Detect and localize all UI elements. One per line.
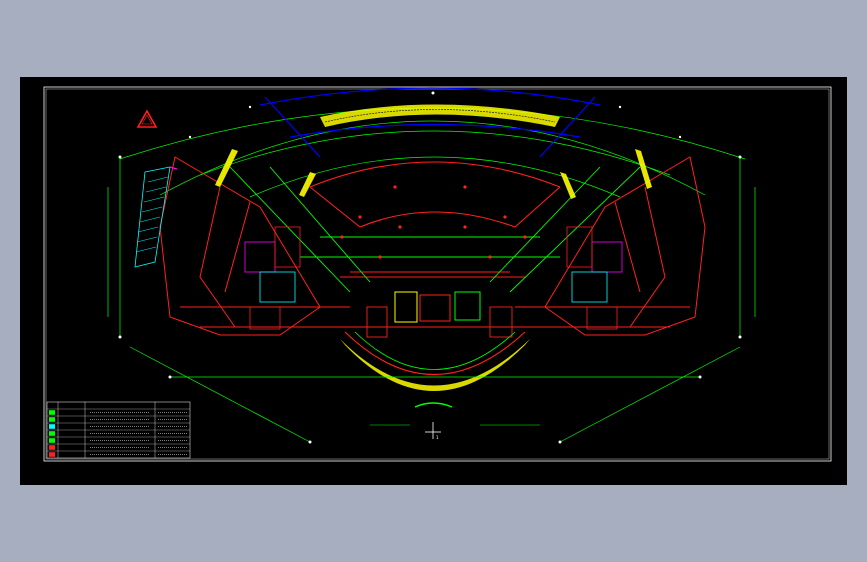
triangle-north-icon [136, 109, 158, 128]
legend-swatch [49, 431, 55, 436]
central-hall-walls [309, 161, 561, 278]
drawing-frame-inner [45, 88, 830, 460]
legend-swatch [49, 438, 55, 443]
grid-bubbles [118, 91, 742, 444]
legend-swatch [49, 410, 55, 415]
core-blocks [366, 291, 513, 338]
column-markers [340, 185, 527, 259]
left-room-cluster [244, 226, 301, 330]
section-mark-label: 1 [436, 435, 439, 440]
wing-structure [229, 166, 641, 293]
dimension-lines [107, 157, 756, 443]
legend-swatch [49, 452, 55, 457]
right-room-cluster [566, 226, 623, 330]
floor-plan-drawing: 1 [43, 86, 832, 462]
drawing-frame-outer [43, 86, 832, 462]
right-wing-walls [544, 156, 706, 336]
left-stair-hatch [134, 166, 178, 268]
cad-viewport[interactable]: 1 [20, 77, 847, 485]
north-glazing [259, 87, 601, 158]
south-lobby [340, 331, 530, 408]
legend-swatch [49, 417, 55, 422]
legend-swatch [49, 424, 55, 429]
left-wing-walls [159, 156, 321, 336]
legend-swatch [49, 445, 55, 450]
corridor-lines [180, 306, 690, 328]
grid-arcs [119, 107, 746, 198]
left-diagonal-hatch [215, 149, 652, 199]
north-hatch [320, 104, 560, 127]
section-mark: 1 [425, 422, 441, 440]
legend-rows [47, 408, 190, 457]
legend-table [46, 401, 191, 459]
